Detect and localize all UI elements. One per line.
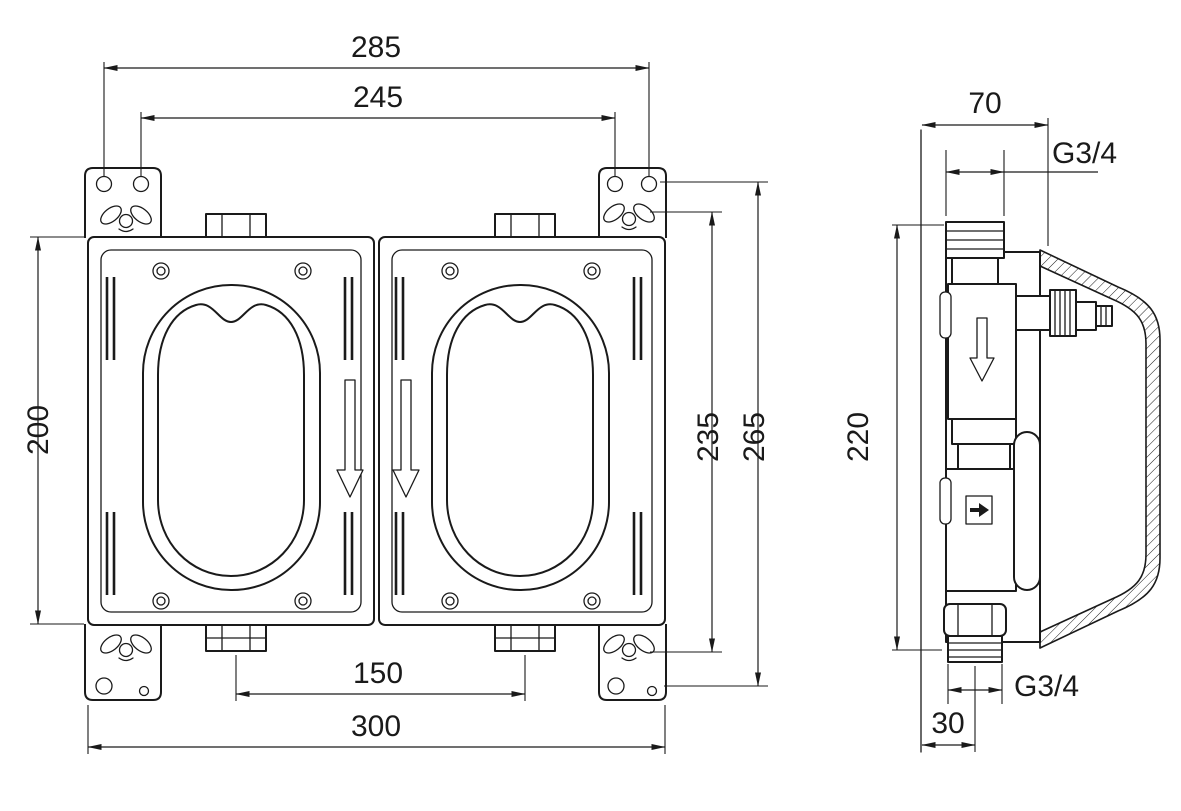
side-outlet-neck	[1015, 295, 1051, 331]
front-dim-235: 235	[692, 412, 725, 462]
flow-right-arrow-icon	[970, 503, 989, 517]
box-right-half	[378, 236, 666, 626]
tab-hole	[640, 175, 658, 193]
side-view: 70 G3/4 220 G3/4 30	[842, 87, 1161, 753]
side-thread-bottom: G3/4	[1014, 670, 1079, 703]
cartridge-capsule	[1013, 431, 1041, 591]
oval-opening-right	[431, 284, 610, 591]
outlet-stem	[1075, 301, 1097, 331]
front-dim-150: 150	[353, 657, 403, 690]
bottom-outlet-port	[943, 603, 1007, 663]
flow-down-arrow-icon	[392, 379, 420, 498]
front-dim-200: 200	[22, 405, 55, 455]
box-left-inner-frame	[100, 249, 362, 613]
side-thread-top: G3/4	[1052, 137, 1117, 170]
front-dim-285: 285	[351, 31, 401, 64]
lower-valve-block	[939, 431, 1041, 592]
front-dim-265: 265	[738, 412, 771, 462]
tab-hole	[132, 175, 150, 193]
upper-valve-block	[939, 283, 1113, 420]
pipe-ports	[205, 213, 556, 652]
front-dim-300: 300	[351, 710, 401, 743]
side-dim-220: 220	[842, 412, 875, 462]
flow-down-arrow-icon	[336, 379, 364, 498]
outlet-tip	[1095, 305, 1113, 327]
oval-opening-left	[142, 284, 321, 591]
port-top-left	[205, 213, 267, 238]
tab-hole	[138, 685, 150, 697]
oval-openings	[142, 284, 610, 591]
union-coupling	[951, 418, 1017, 470]
front-dimensions: 285 245 200 235 265 150 300	[22, 31, 771, 754]
slot-bars-left-chamber	[105, 277, 354, 595]
box-left-half	[87, 236, 375, 626]
side-dim-30: 30	[931, 707, 964, 740]
side-dimensions: 70 G3/4 220 G3/4 30	[842, 87, 1117, 752]
valve-box-body	[87, 236, 666, 626]
flow-down-arrow-icon	[969, 317, 995, 382]
front-dim-245: 245	[353, 81, 403, 114]
tab-hole	[95, 677, 113, 695]
label-plate	[965, 495, 993, 525]
tab-hole	[646, 685, 658, 697]
mount-tab-top-left	[84, 167, 162, 238]
tab-hole	[606, 175, 624, 193]
knurled-cap	[1049, 289, 1077, 337]
tab-hole	[607, 677, 625, 695]
top-inlet-port	[945, 221, 1005, 285]
side-slot	[939, 291, 952, 339]
slot-bars-right-chamber	[394, 277, 643, 595]
front-view: 285 245 200 235 265 150 300	[22, 31, 771, 754]
port-top-right	[494, 213, 556, 238]
side-dim-70: 70	[968, 87, 1001, 120]
oval-insert-right	[446, 303, 594, 577]
tab-hole	[95, 175, 113, 193]
oval-insert-left	[157, 303, 305, 577]
screw-bosses	[152, 262, 601, 610]
side-slot	[939, 477, 952, 525]
box-right-inner-frame	[391, 249, 653, 613]
